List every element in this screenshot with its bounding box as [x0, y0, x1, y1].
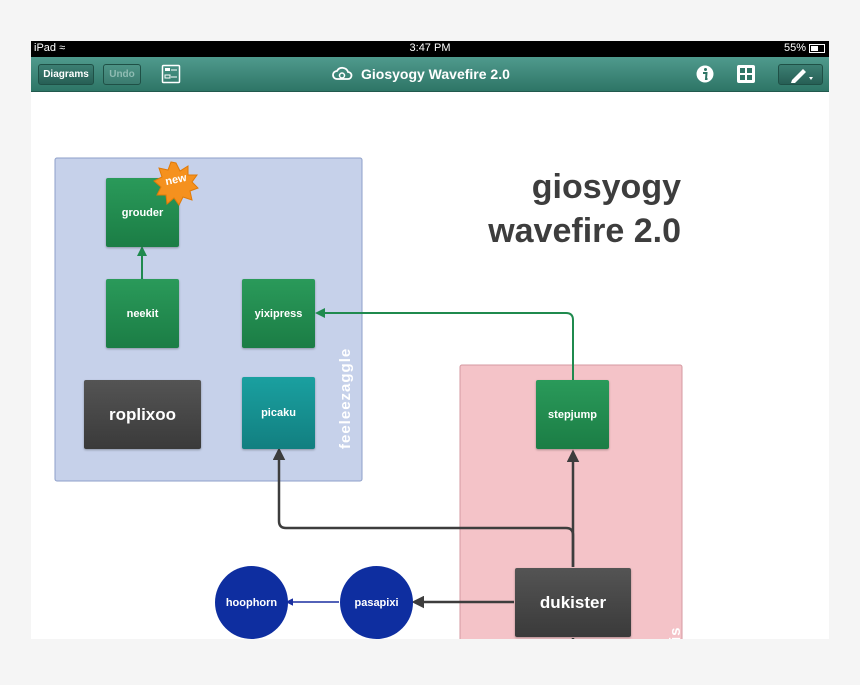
grid-icon[interactable]: [736, 64, 756, 89]
group-label-tis: tis: [667, 626, 684, 639]
layout-icon[interactable]: [161, 64, 181, 89]
diagram-heading: giosyogy wavefire 2.0: [488, 165, 681, 253]
node-yixipress[interactable]: yixipress: [242, 279, 315, 348]
battery-percent: 55%: [783, 42, 806, 54]
group-label-feeleezaggle: feeleezaggle: [337, 347, 354, 449]
diagram-layer: [54, 157, 683, 639]
heading-line-2: wavefire 2.0: [488, 212, 681, 250]
edge-dukister-picaku: [272, 447, 575, 567]
clock: 3:47 PM: [409, 42, 451, 54]
node-pasapixi[interactable]: pasapixi: [340, 566, 413, 639]
node-picaku[interactable]: picaku: [242, 377, 315, 449]
diagrams-button[interactable]: Diagrams: [38, 64, 94, 85]
diagram-canvas[interactable]: giosyogy wavefire 2.0 feeleezaggle tis g…: [31, 92, 829, 639]
app-toolbar: Diagrams Undo Giosyogy Wavefire 2.0: [31, 57, 829, 92]
ipad-screen: iPad ≈ 3:47 PM 55% Diagrams Undo Gi: [31, 41, 829, 639]
starburst-icon: [153, 161, 199, 206]
wifi-icon: ≈: [59, 42, 66, 54]
node-hoophorn[interactable]: hoophorn: [215, 566, 288, 639]
node-roplixoo[interactable]: roplixoo: [84, 380, 201, 449]
cloud-sync-icon: [332, 66, 353, 80]
edge-stepjump-yixipress: [315, 308, 574, 380]
undo-button[interactable]: Undo: [103, 64, 141, 85]
battery-icon: [809, 43, 825, 53]
pencil-icon: [790, 68, 813, 83]
device-label: iPad ≈: [34, 42, 65, 54]
status-bar: iPad ≈ 3:47 PM 55%: [31, 41, 829, 57]
battery-fill: [811, 45, 818, 51]
device-name: iPad: [34, 42, 57, 54]
new-badge: new: [153, 161, 199, 212]
heading-line-1: giosyogy: [531, 168, 681, 206]
info-icon[interactable]: [696, 65, 714, 88]
edit-pencil-button[interactable]: [778, 64, 823, 85]
document-title-text: Giosyogy Wavefire 2.0: [361, 66, 510, 82]
node-stepjump[interactable]: stepjump: [536, 380, 609, 449]
battery-indicator: 55%: [784, 42, 825, 54]
node-dukister[interactable]: dukister: [515, 568, 631, 637]
document-title: Giosyogy Wavefire 2.0: [331, 64, 510, 84]
node-neekit[interactable]: neekit: [106, 279, 179, 348]
